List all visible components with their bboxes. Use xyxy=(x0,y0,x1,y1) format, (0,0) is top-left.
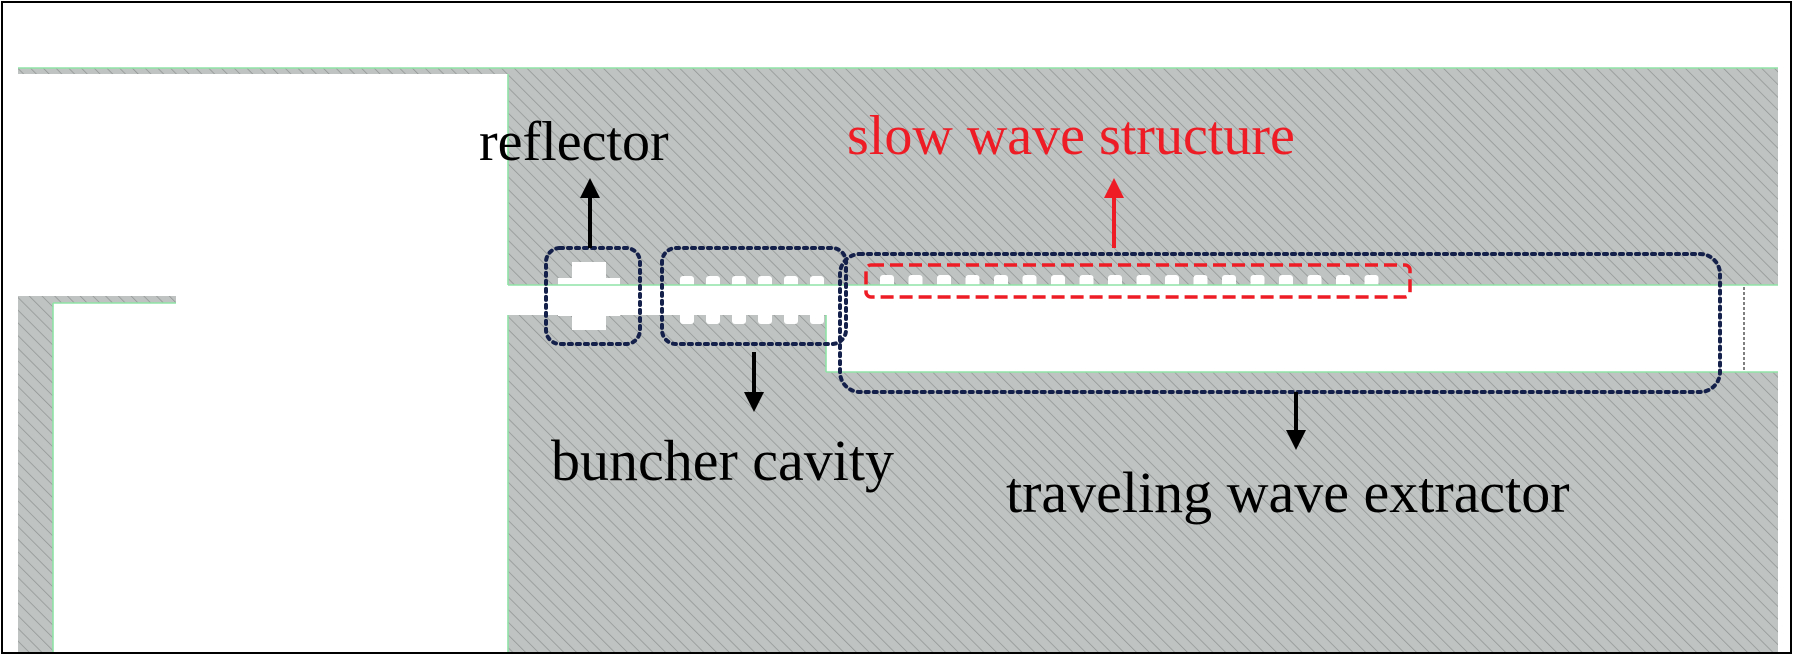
slow-wave-tooth xyxy=(1193,275,1208,287)
buncher-tooth xyxy=(706,276,720,288)
boundary-edges xyxy=(18,67,1778,652)
buncher-cavity-box xyxy=(660,246,848,346)
slow-wave-tooth xyxy=(1136,275,1151,287)
vacuum-regions xyxy=(508,262,1778,372)
extractor-channel xyxy=(826,285,1778,372)
buncher-tooth xyxy=(810,312,824,324)
slow-wave-tooth xyxy=(1165,275,1179,287)
slow-wave-tooth xyxy=(994,275,1008,287)
slow-wave-tooth xyxy=(1364,275,1379,287)
slow-wave-tooth xyxy=(1279,275,1293,287)
slow-wave-tooth xyxy=(1108,275,1122,287)
buncher-tooth xyxy=(784,276,798,288)
slow-wave-tooth xyxy=(908,275,923,287)
reflector-arrow xyxy=(580,178,600,248)
slow-wave-tooth xyxy=(880,275,894,287)
reflector-box xyxy=(544,246,642,346)
reflector-label: reflector xyxy=(479,111,669,173)
beam-channel xyxy=(508,285,828,315)
buncher-tooth xyxy=(784,312,798,324)
buncher-tooth xyxy=(732,276,746,288)
buncher-tooth xyxy=(680,312,694,324)
slow-wave-structure-teeth xyxy=(880,275,1379,287)
buncher-tooth xyxy=(680,276,694,288)
buncher-tooth xyxy=(732,312,746,324)
slow-wave-tooth xyxy=(937,275,951,287)
grouping-boxes xyxy=(544,246,1722,394)
slow-wave-tooth xyxy=(1336,275,1350,287)
buncher-tooth xyxy=(758,276,772,288)
traveling-wave-extractor-box xyxy=(838,252,1722,394)
slow-wave-structure-arrow xyxy=(1104,178,1124,248)
slow-wave-tooth xyxy=(1307,275,1322,287)
buncher-cavity-arrow xyxy=(744,352,764,412)
slow-wave-tooth xyxy=(965,275,980,287)
metal-cathode-stalk xyxy=(18,296,53,652)
metal-cathode-ledge xyxy=(18,296,176,303)
slow-wave-structure-label: slow wave structure xyxy=(847,105,1295,167)
arrows xyxy=(580,178,1306,450)
slow-wave-tooth xyxy=(1022,275,1037,287)
traveling-wave-extractor-arrow xyxy=(1286,392,1306,450)
slow-wave-tooth xyxy=(1079,275,1094,287)
buncher-tooth xyxy=(810,276,824,288)
slow-wave-structure-box xyxy=(864,263,1412,299)
buncher-tooth xyxy=(706,312,720,324)
metal-top-strip xyxy=(18,68,508,74)
slow-wave-tooth xyxy=(1222,275,1236,287)
reflector-cavity-horizontal xyxy=(558,278,620,316)
slow-wave-tooth xyxy=(1051,275,1065,287)
traveling-wave-extractor-label: traveling wave extractor xyxy=(1006,460,1570,525)
slow-wave-tooth xyxy=(1250,275,1265,287)
buncher-tooth xyxy=(758,312,772,324)
buncher-cavity-label: buncher cavity xyxy=(551,428,894,493)
